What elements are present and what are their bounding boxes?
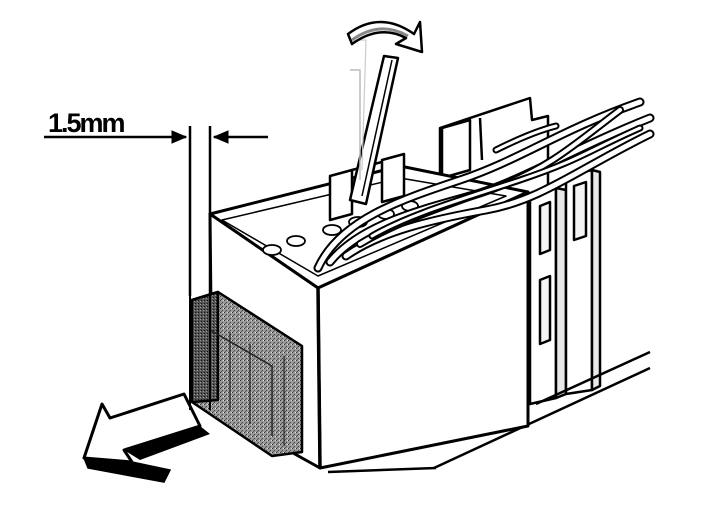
release-slot [328,152,406,222]
dimension-indicator [44,126,268,410]
removable-module [190,290,304,458]
mounting-rail [528,168,602,406]
terminal-block [208,164,530,470]
floor-lines [327,350,651,474]
screwdriver-tool [348,39,400,206]
pull-out-arrow-icon [82,392,210,483]
dimension-label: 1.5mm [48,108,125,138]
rotate-arrow-icon [346,20,424,54]
wire-bundle [313,97,655,273]
